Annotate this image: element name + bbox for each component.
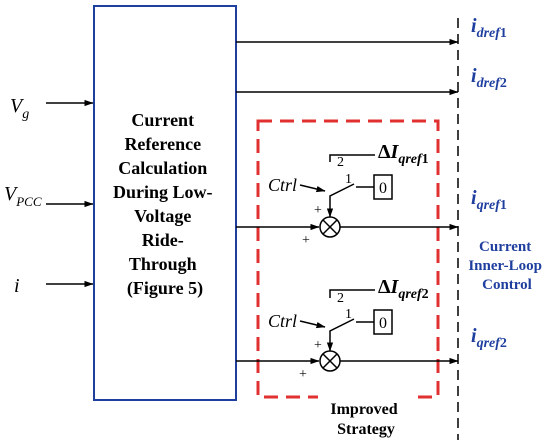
improved-strategy-label: Improved Strategy [330, 401, 401, 438]
zero-block-bottom [373, 309, 393, 335]
switch-pos1-label-top: 1 [345, 172, 352, 187]
sum-cross-bottom-2 [322, 353, 338, 369]
delta-iqref1-label: ΔIqref1 [378, 141, 429, 167]
ctrl-arrow-bottom [299, 320, 326, 329]
vpcc-label: VPCC [4, 183, 42, 209]
switch-pos2-label-bottom: 2 [337, 291, 344, 306]
vg-label: Vg [10, 95, 29, 122]
switch-blade-top [329, 183, 355, 205]
iqref1-label: iqref1 [471, 187, 507, 213]
switch-pos2-label-top: 2 [337, 155, 344, 170]
switch-terminal-2-top [329, 154, 375, 162]
switch-pos1-label-bottom: 1 [345, 307, 352, 322]
i-label: i [14, 275, 20, 297]
plus-sign-top-a: + [314, 203, 322, 218]
inner-loop-label: Current Inner-Loop Control [468, 239, 545, 293]
plus-sign-top-b: + [302, 233, 310, 248]
switch-terminal-2-bottom [329, 289, 375, 298]
idref2-label: idref2 [471, 65, 507, 91]
switch-blade-bottom [329, 318, 355, 340]
zero-label-bottom: 0 [379, 315, 387, 332]
plus-sign-bottom-b: + [299, 367, 307, 382]
zero-block-top [373, 174, 393, 200]
block-label: Current Reference Calculation During Low… [113, 110, 217, 299]
improved-caption-backdrop [318, 394, 416, 440]
ctrl-label-top: Ctrl [268, 175, 297, 195]
delta-iqref2-label: ΔIqref2 [378, 276, 429, 302]
plus-sign-bottom-a: + [314, 338, 322, 353]
idref1-label: idref1 [471, 15, 507, 41]
improved-strategy-box [256, 119, 440, 399]
ctrl-arrow-top [299, 184, 326, 193]
iqref2-label: iqref2 [471, 325, 507, 351]
current-reference-block [93, 5, 237, 401]
sum-cross-top-2 [322, 219, 338, 235]
zero-label-top: 0 [379, 180, 387, 197]
ctrl-label-bottom: Ctrl [268, 311, 297, 331]
